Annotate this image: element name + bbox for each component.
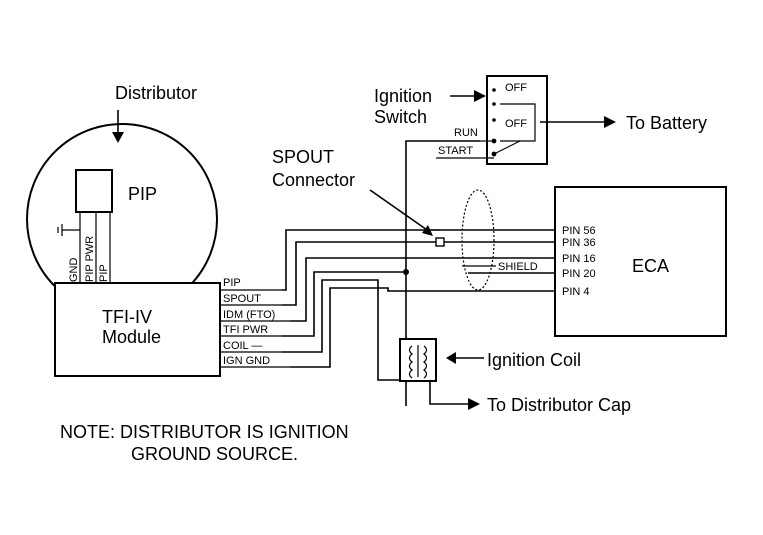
module-wire-coil: COIL —: [223, 340, 262, 352]
wire-idm-to-pin16: [290, 257, 555, 322]
tfi-iv-label-line1: TFI-IV: [102, 307, 152, 327]
pip-sensor-box: [75, 169, 113, 213]
to-battery-label: To Battery: [626, 113, 707, 133]
ignition-coil-winding: [408, 345, 413, 379]
eca-pin-16: PIN 16: [562, 253, 596, 265]
switch-contact-path: [500, 103, 536, 142]
distributor-cap-arrow-head: [468, 398, 480, 410]
wire-coil-to-coil: [282, 279, 400, 381]
wire-run-power-bus: [405, 140, 480, 406]
eca-label: ECA: [632, 256, 669, 276]
module-wire-pip: PIP: [223, 277, 241, 289]
wire-spout-to-pin36: [282, 241, 436, 306]
distributor-arrow-head: [112, 132, 124, 143]
module-wire-tfi-pwr: TFI PWR: [223, 324, 268, 336]
ignition-switch-label-line2: Switch: [374, 107, 427, 127]
ignition-switch-box: [486, 75, 548, 165]
tfi-iv-module-box: [54, 282, 221, 377]
gnd-wire-label: GND: [68, 258, 80, 283]
ignition-coil-winding-2: [423, 345, 428, 379]
wire-coil-to-cap: [429, 381, 472, 405]
eca-pin-56: PIN 56: [562, 225, 596, 237]
wire-ign-gnd-to-pin4: [290, 287, 555, 368]
shield-label: SHIELD: [498, 261, 538, 273]
wire-tfi-pwr: [282, 271, 406, 337]
eca-pin-20: PIN 20: [562, 268, 596, 280]
eca-pin-36: PIN 36: [562, 237, 596, 249]
switch-contact-start: [493, 140, 521, 155]
pip-wire-label: PIP: [98, 264, 110, 282]
switch-dot-1: [492, 88, 496, 92]
spout-arrow-shaft: [369, 189, 431, 233]
module-wire-spout: SPOUT: [223, 293, 261, 305]
switch-pos-off-1: OFF: [505, 82, 527, 94]
ignition-switch-arrow-head: [474, 90, 486, 102]
switch-dot-2: [492, 102, 496, 106]
ignition-switch-label-line1: Ignition: [374, 86, 432, 106]
pip-sensor-label: PIP: [128, 184, 157, 204]
module-wire-idm: IDM (FTO): [223, 309, 275, 321]
distributor-label: Distributor: [115, 83, 197, 103]
switch-dot-3: [492, 118, 496, 122]
switch-pos-off-2: OFF: [505, 118, 527, 130]
pip-pwr-wire-label: PIP PWR: [84, 236, 96, 282]
note-line2: GROUND SOURCE.: [131, 444, 298, 464]
spout-arrow-head: [422, 225, 433, 236]
spout-label-line1: SPOUT: [272, 147, 334, 167]
shield-ellipse: [461, 189, 495, 291]
wire-pip-to-pin56: [282, 229, 555, 291]
switch-pos-run: RUN: [454, 127, 478, 139]
switch-pos-start: START: [438, 145, 473, 157]
to-distributor-cap-label: To Distributor Cap: [487, 395, 631, 415]
tfi-iv-label-line2: Module: [102, 327, 161, 347]
eca-box: [554, 186, 727, 337]
spout-connector-symbol: [435, 237, 445, 247]
ignition-coil-arrow-head: [446, 352, 456, 364]
note-line1: NOTE: DISTRIBUTOR IS IGNITION: [60, 422, 349, 442]
eca-pin-4: PIN 4: [562, 286, 590, 298]
module-wire-ign-gnd: IGN GND: [223, 355, 270, 367]
battery-arrow-head: [604, 116, 616, 128]
spout-label-line2: Connector: [272, 170, 355, 190]
ignition-coil-label: Ignition Coil: [487, 350, 581, 370]
junction-dot-1: [403, 269, 409, 275]
